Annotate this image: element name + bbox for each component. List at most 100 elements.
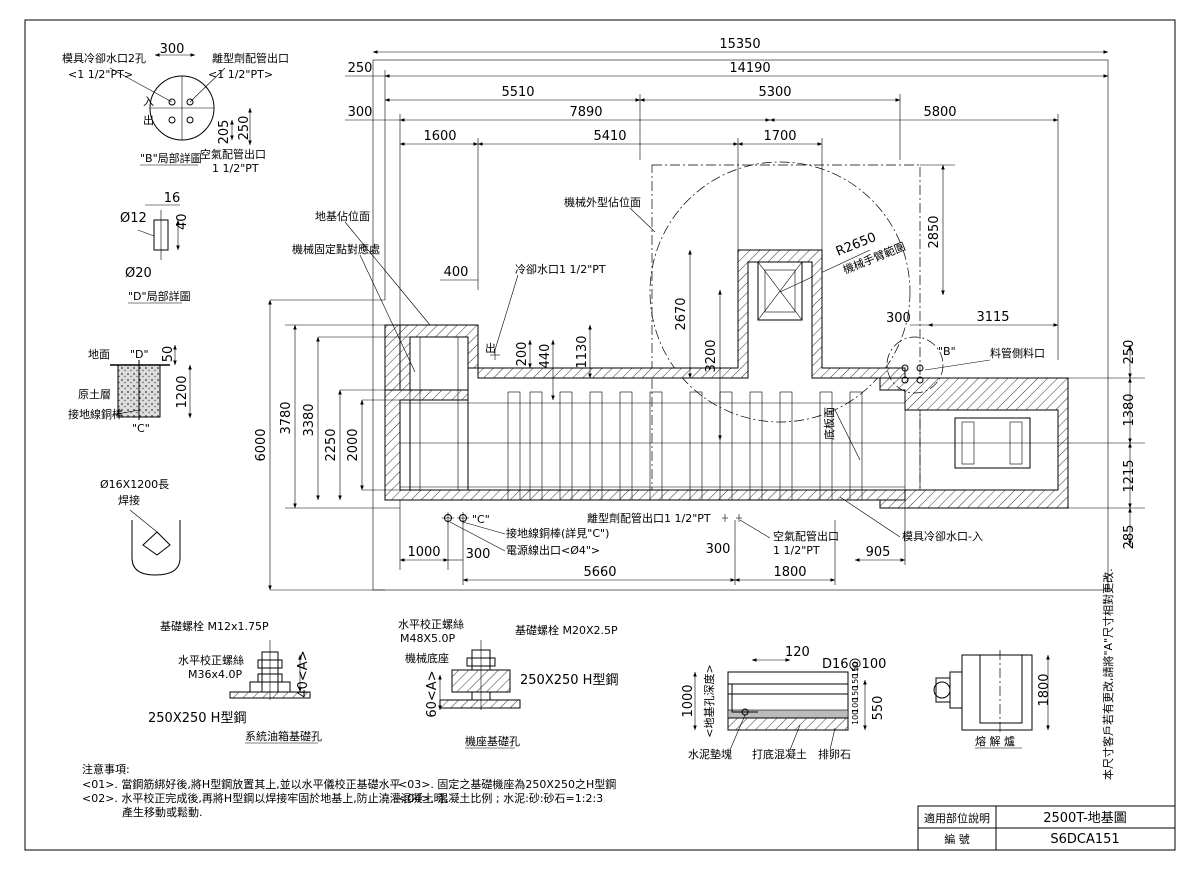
furnace-side-note: 本尺寸客戶若有更改,請將"A"尺寸相對更改.	[1101, 568, 1115, 780]
dim-1380: 1380	[1122, 393, 1137, 426]
bolt1-beam: 250X250 H型鋼	[148, 711, 246, 726]
detail-c: 地面 "D" 50 1200 原土層 接地線銅棒 "C"	[68, 344, 192, 435]
detail-b-dim-300: 300	[160, 42, 185, 57]
dim-1600: 1600	[423, 129, 456, 144]
dim-905: 905	[866, 545, 891, 560]
dim-5510: 5510	[501, 85, 534, 100]
dim-1700: 1700	[763, 129, 796, 144]
detail-b-air1: 空氣配管出口	[200, 147, 266, 161]
dim-1215: 1215	[1122, 459, 1137, 492]
section-dim-1000: 1000	[681, 684, 696, 717]
detail-c-ground: 地面	[88, 348, 110, 361]
dim-300-top: 300	[348, 105, 373, 120]
titleblock-v1: 2500T-地基圖	[1043, 811, 1127, 826]
dim-1130: 1130	[575, 335, 590, 368]
detail-b-dim-205: 205	[217, 120, 232, 145]
dim-1000: 1000	[407, 545, 440, 560]
label-air-out-1: 空氣配管出口	[773, 529, 839, 543]
bolt2-anchor: 基礎螺栓 M20X2.5P	[515, 623, 618, 637]
bolt2-level2: M48X5.0P	[400, 632, 456, 645]
bolt2-dim: 60<A>	[425, 670, 440, 717]
rod-spec: Ø16X1200長	[100, 478, 169, 491]
furnace-dim-1800: 1800	[1037, 673, 1052, 706]
detail-b-label2: 離型劑配管出口	[212, 51, 289, 65]
label-cooling-in: 冷卻水口1 1/2"PT	[515, 263, 606, 276]
detail-c-d-mark: "D"	[130, 348, 149, 361]
sheet-border	[24, 19, 1176, 851]
pipe-symbols	[442, 336, 944, 524]
dim-300-bottom-left: 300	[466, 547, 491, 562]
furnace-detail: 1800 熔 解 爐 本尺寸客戶若有更改,請將"A"尺寸相對更改.	[933, 568, 1115, 780]
section-s2: 100	[851, 698, 860, 713]
notes-block: 注意事項: <01>. 當鋼筋綁好後,將H型鋼放置其上,並以水平儀校正基礎水平 …	[82, 762, 616, 819]
dim-14190: 14190	[729, 61, 770, 76]
furnace-title: 熔 解 爐	[975, 734, 1015, 748]
machine-outline	[651, 164, 921, 496]
bolt1-level1: 水平校正螺絲	[178, 653, 244, 667]
detail-b-title: "B"局部詳圖	[140, 151, 202, 165]
bolt2-title: 機座基礎孔	[465, 734, 520, 748]
label-bottom-plate: 底板面	[822, 407, 836, 440]
bolt-detail-1: 基礎螺栓 M12x1.75P 水平校正螺絲 M36x4.0P 40<A> 250…	[148, 619, 322, 744]
label-machine-fix: 機械固定點對應處	[292, 242, 380, 256]
section-s4: 150	[851, 674, 860, 689]
detail-c-dim-1200: 1200	[175, 375, 190, 408]
bolt2-level1: 水平校正螺絲	[398, 617, 464, 631]
section-s3: 150	[851, 686, 860, 701]
detail-d: 16 Ø12 40 Ø20 "D"局部詳圖	[120, 191, 191, 304]
dim-200: 200	[515, 342, 530, 367]
section-dim-120: 120	[785, 645, 810, 660]
titleblock-v2: S6DCA151	[1050, 832, 1119, 847]
title-block: 適用部位說明 2500T-地基圖 編 號 S6DCA151	[917, 805, 1176, 851]
detail-c-dim-50: 50	[161, 346, 176, 363]
detail-b-dim-250: 250	[237, 116, 252, 141]
label-out-main: 出	[485, 341, 496, 355]
bolt1-level2: M36x4.0P	[188, 668, 242, 681]
detail-d-dim-16: 16	[164, 191, 181, 206]
rod-weld: 焊接	[118, 493, 140, 507]
h-beam-rails	[400, 391, 905, 501]
label-ground-rod: 接地線銅棒(詳見"C")	[506, 526, 609, 540]
detail-b-out: 出	[143, 113, 154, 127]
dim-250-right: 250	[1122, 340, 1137, 365]
dim-440: 440	[538, 344, 553, 369]
label-machine-outline: 機械外型佔位面	[564, 195, 641, 209]
tower-box	[757, 261, 803, 321]
dim-285: 285	[1122, 525, 1137, 550]
detail-b-label1: 模具冷卻水口2孔	[62, 52, 146, 65]
detail-d-title: "D"局部詳圖	[128, 289, 191, 303]
section-rebar: D16@100	[822, 657, 886, 672]
bolt1-dim: 40<A>	[296, 650, 311, 697]
dim-5660: 5660	[583, 565, 616, 580]
dim-2250: 2250	[324, 428, 339, 461]
section-gravel: 排卵石	[818, 747, 851, 761]
section-dim-550: 550	[871, 696, 886, 721]
dim-3780: 3780	[279, 401, 294, 434]
main-plan: 15350 14190 250 5510 5300 300 7890 5800 …	[254, 37, 1145, 591]
foundation-section: 120 D16@100 1000 <地基孔深度> 550 100 100 150…	[681, 645, 886, 761]
label-foundation-pos: 地基佔位面	[315, 209, 370, 223]
dim-5800: 5800	[923, 105, 956, 120]
detail-c-rod: 接地線銅棒	[68, 407, 123, 421]
detail-b-label2b: <1 1/2"PT>	[208, 68, 273, 81]
section-s5: 150	[851, 662, 860, 677]
section-concrete-block: 水泥墊塊	[688, 747, 732, 761]
label-air-out-2: 1 1/2"PT	[773, 544, 820, 557]
dim-15350: 15350	[719, 37, 760, 52]
detail-d-dim-20: Ø20	[125, 266, 152, 281]
bolt1-anchor: 基礎螺栓 M12x1.75P	[160, 619, 269, 633]
dim-400: 400	[444, 265, 469, 280]
detail-b-air2: 1 1/2"PT	[212, 162, 259, 175]
section-depth: <地基孔深度>	[702, 664, 716, 737]
dim-5410: 5410	[593, 129, 626, 144]
label-mold-cooling: 模具冷卻水口-入	[902, 530, 983, 543]
detail-c-soil: 原土層	[78, 388, 111, 401]
dim-5300: 5300	[758, 85, 791, 100]
note-3: <03>. 固定之基礎機座為250X250之H型鋼	[398, 777, 616, 791]
titleblock-k1: 適用部位說明	[924, 811, 990, 825]
bolt2-beam: 250X250 H型鋼	[520, 673, 618, 688]
bolt1-title: 系統油箱基礎孔	[245, 729, 322, 743]
note-2b: 產生移動或鬆動.	[122, 805, 203, 819]
dim-3115: 3115	[976, 310, 1009, 325]
